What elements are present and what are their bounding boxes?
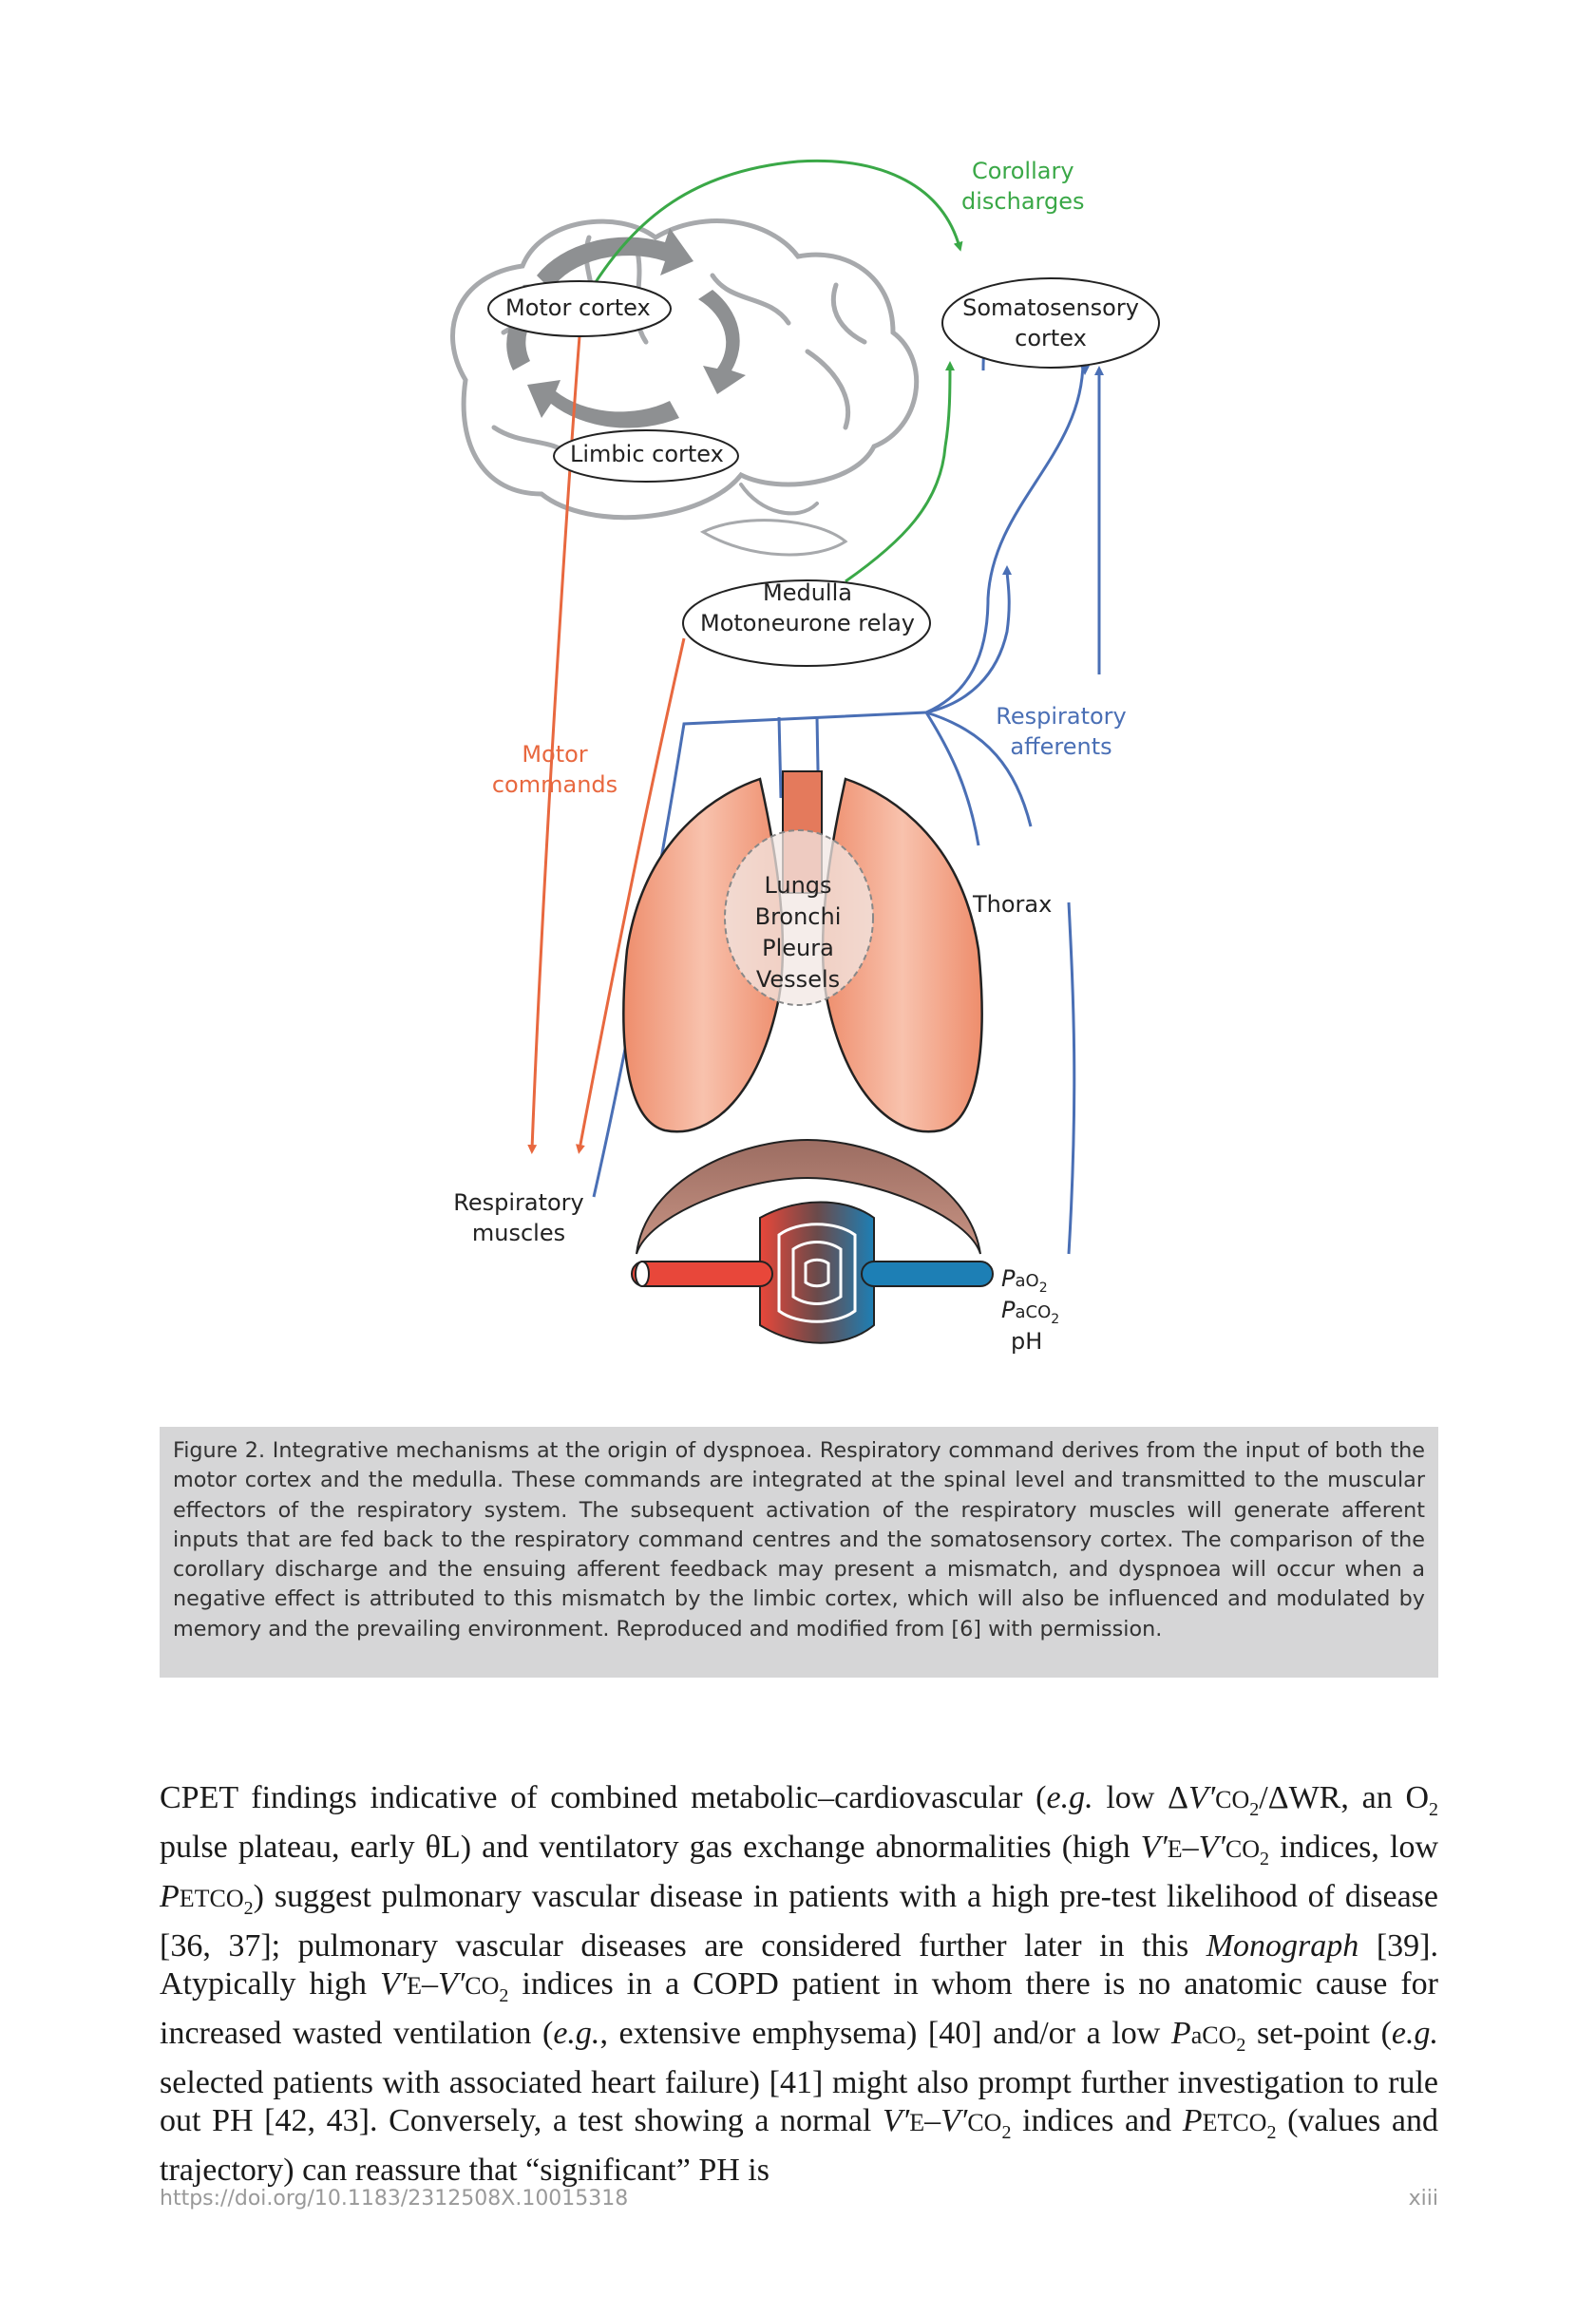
diaphragm-illustration [636,1138,981,1255]
respiratory-muscles-label: Respiratory muscles [453,1189,584,1246]
medulla-label: Medulla Motoneurone relay [700,579,915,636]
medulla-to-somatosensory-arrow [845,361,955,583]
lungs-illustration [622,770,983,1133]
ph-label: pH [1011,1328,1043,1355]
corollary-arrow [592,159,963,286]
medulla-node [682,579,931,667]
figure-caption: Figure 2. Integrative mechanisms at the … [160,1427,1438,1678]
motor-command-arrow-medulla [576,637,686,1154]
motor-cortex-label: Motor cortex [505,294,651,321]
paco2-label: PaCO2 [1001,1297,1060,1327]
somatosensory-cortex-label: Somatosensory cortex [962,294,1139,351]
doi-link[interactable]: https://doi.org/10.1183/2312508X.1001531… [160,2187,629,2211]
pao2-label: PaO2 [1001,1265,1048,1296]
page-number: xiii [1408,2187,1438,2211]
corollary-discharges-label: Corollary discharges [961,158,1085,215]
limbic-cortex-label: Limbic cortex [570,441,724,467]
motor-command-arrow-cortex [527,335,581,1154]
figure-drawing [450,159,1160,1344]
figure-dyspnoea-mechanisms: Corollary discharges Motor cortex Somato… [399,142,1197,1377]
capillary-illustration [631,1201,994,1344]
thorax-label: Thorax [973,891,1053,918]
cerebellum-outline [699,519,848,557]
body-paragraph: CPET findings indicative of combined met… [160,1780,1439,2189]
respiratory-afferents-label: Respiratory afferents [996,703,1127,760]
lungs-label: Lungs Bronchi Pleura Vessels [754,872,842,993]
limbic-cortex-node [553,429,739,483]
motor-cortex-node [487,280,672,337]
somatosensory-cortex-node [941,277,1160,369]
motor-commands-label: Motor commands [491,741,618,798]
